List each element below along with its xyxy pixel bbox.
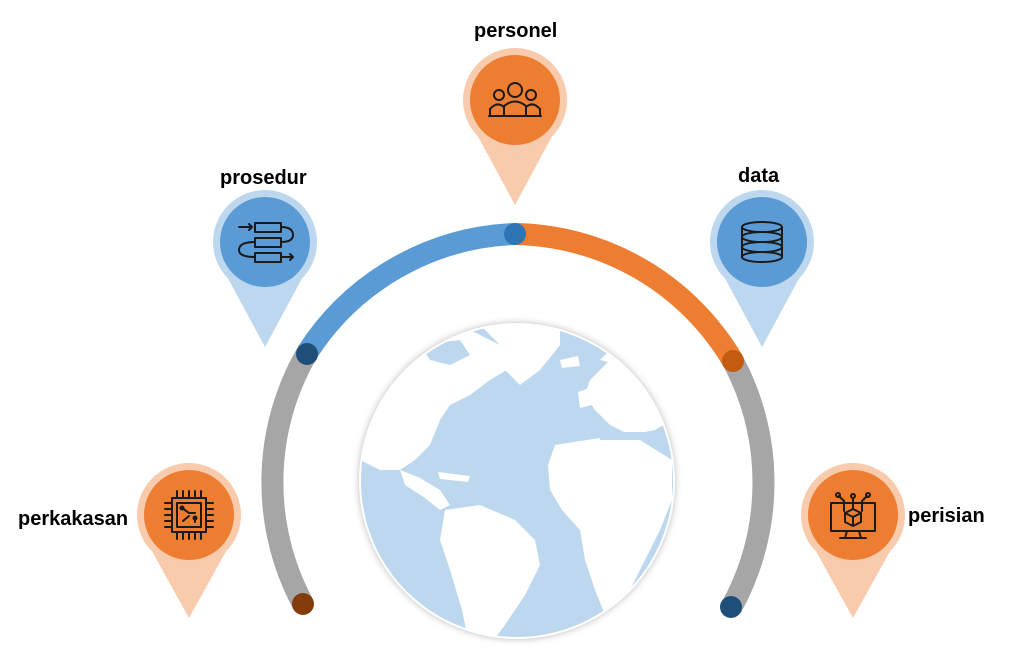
monitor-software-icon <box>830 492 876 539</box>
database-icon <box>741 221 783 263</box>
pin-badge <box>220 197 310 287</box>
arc-dot-left-upper <box>296 343 318 365</box>
pin-badge <box>470 55 560 145</box>
label-prosedur: prosedur <box>220 167 307 189</box>
world-globe-icon <box>359 323 675 639</box>
pin-badge <box>808 470 898 560</box>
arc-gray-right <box>721 355 775 614</box>
arc-ring <box>261 223 775 618</box>
pin-prosedur <box>213 190 317 347</box>
microchip-icon <box>164 490 214 540</box>
flowchart-process-icon <box>238 222 294 263</box>
pin-tail <box>474 129 556 205</box>
pin-tail <box>224 271 306 347</box>
arc-gray-left <box>261 347 317 610</box>
arc-dot-top <box>504 223 526 245</box>
people-group-icon <box>488 82 542 117</box>
label-personel: personel <box>474 20 558 42</box>
arc-dot-left-lower <box>292 593 314 615</box>
label-data: data <box>738 165 780 187</box>
arc-orange <box>514 223 743 367</box>
pin-tail <box>721 271 803 347</box>
arc-blue <box>297 223 516 359</box>
arc-dot-right-lower <box>720 596 742 618</box>
label-perisian: perisian <box>908 505 985 527</box>
pin-perkakasan <box>137 463 241 618</box>
pin-perisian <box>801 463 905 618</box>
pin-data <box>710 190 814 347</box>
label-perkakasan: perkakasan <box>18 508 129 530</box>
arc-dot-right-upper <box>722 350 744 372</box>
pin-personel <box>463 48 567 205</box>
